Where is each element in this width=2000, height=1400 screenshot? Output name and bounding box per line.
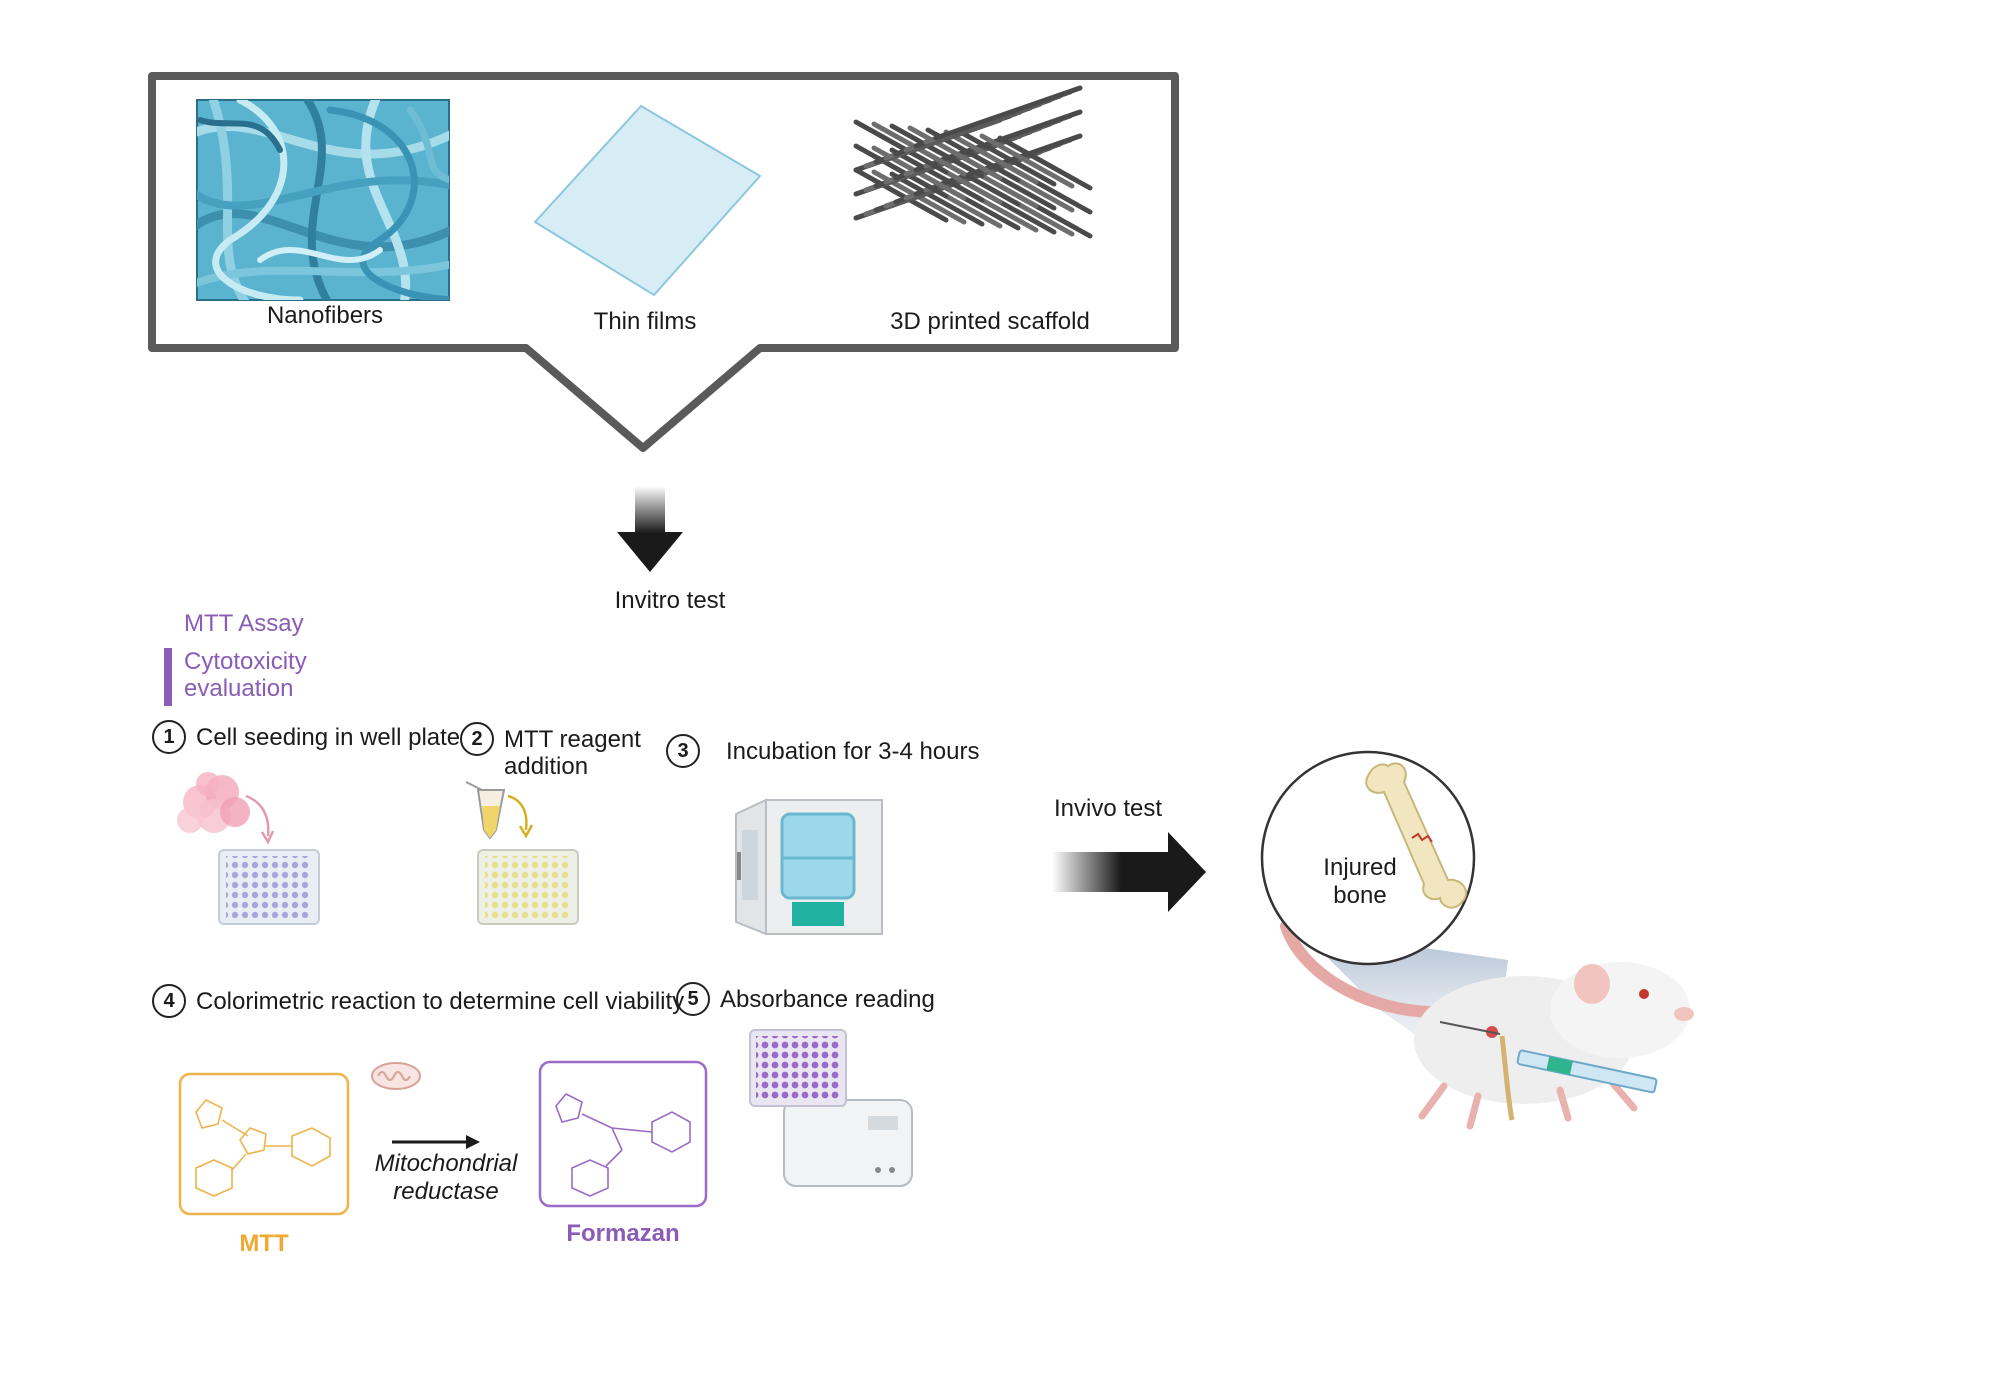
cell-cluster-image bbox=[177, 772, 250, 833]
formazan-structure-box bbox=[538, 1060, 708, 1208]
label-nanofibers: Nanofibers bbox=[266, 302, 384, 329]
incubator-image bbox=[735, 798, 883, 936]
bone-label-line1: Injured bbox=[1323, 854, 1397, 881]
scaffold-strut bbox=[933, 85, 1083, 141]
enzyme-line1: Mitochondrial bbox=[374, 1150, 518, 1177]
step-5: 5 Absorbance reading bbox=[676, 982, 935, 1016]
reaction-arrow bbox=[392, 1135, 480, 1149]
magnifier-circle bbox=[1260, 750, 1476, 966]
mtt-subtitle-line1: Cytotoxicity bbox=[184, 648, 307, 675]
scaffold-strut bbox=[997, 135, 1093, 191]
step-5-number: 5 bbox=[676, 982, 710, 1016]
scaffold-image bbox=[853, 85, 1093, 239]
mitochondrion-icon bbox=[371, 1062, 421, 1090]
mtt-structure-box bbox=[178, 1072, 350, 1216]
label-invivo-test: Invivo test bbox=[1054, 795, 1163, 822]
nanofibers-image bbox=[196, 99, 450, 301]
step2-curved-arrow bbox=[507, 794, 528, 831]
label-invitro-test: Invitro test bbox=[614, 587, 726, 614]
step-2-label-line2: addition bbox=[504, 753, 589, 780]
enzyme-line2: reductase bbox=[393, 1178, 499, 1205]
plate-reader-image bbox=[749, 1029, 913, 1187]
mtt-subtitle-line2: evaluation bbox=[184, 675, 294, 702]
syringe-image bbox=[1439, 1021, 1658, 1094]
bone-image bbox=[1365, 762, 1467, 909]
invitro-arrow bbox=[617, 486, 683, 572]
scaffold-strut bbox=[889, 147, 985, 203]
scaffold-strut bbox=[907, 125, 1003, 181]
reagent-tube-image bbox=[465, 781, 506, 840]
step-4-number: 4 bbox=[152, 984, 186, 1018]
scaffold-strut bbox=[889, 171, 985, 227]
step-3-number: 3 bbox=[666, 734, 700, 768]
step-3: 3 Incubation for 3-4 hours bbox=[666, 734, 980, 768]
step-2-number: 2 bbox=[460, 722, 494, 756]
label-mtt: MTT bbox=[239, 1230, 289, 1257]
step-2: 2 MTT reagent addition bbox=[460, 722, 641, 780]
step-1-number: 1 bbox=[152, 720, 186, 754]
scaffold-strut bbox=[853, 143, 949, 199]
step-1-label: Cell seeding in well plate bbox=[196, 724, 461, 751]
thin-film-image bbox=[533, 104, 762, 297]
bone-label-line2: bone bbox=[1333, 882, 1387, 909]
step-5-label: Absorbance reading bbox=[720, 986, 935, 1013]
invivo-arrow bbox=[1052, 832, 1206, 912]
scaffold-strut bbox=[943, 129, 1039, 185]
label-formazan: Formazan bbox=[566, 1220, 680, 1247]
step-4: 4 Colorimetric reaction to determine cel… bbox=[152, 984, 684, 1018]
scaffold-strut bbox=[853, 119, 949, 175]
scaffold-strut bbox=[889, 123, 985, 179]
mtt-assay-subtitle: Cytotoxicity evaluation bbox=[184, 648, 307, 702]
well-plate-2 bbox=[477, 849, 579, 925]
step-2-label-line1: MTT reagent bbox=[504, 726, 641, 753]
label-enzyme: Mitochondrial reductase bbox=[366, 1150, 526, 1206]
label-thin-films: Thin films bbox=[593, 308, 697, 335]
scaffold-strut bbox=[853, 167, 949, 223]
step-3-label: Incubation for 3-4 hours bbox=[726, 738, 980, 765]
well-plate-1 bbox=[218, 849, 320, 925]
mtt-assay-title: MTT Assay bbox=[184, 610, 304, 637]
accent-bar bbox=[164, 648, 172, 706]
label-injured-bone: Injured bone bbox=[1310, 854, 1410, 910]
scaffold-strut bbox=[979, 133, 1075, 189]
scaffold-strut bbox=[961, 131, 1057, 187]
step-1: 1 Cell seeding in well plate bbox=[152, 720, 460, 754]
label-3d-scaffold: 3D printed scaffold bbox=[890, 308, 1090, 335]
step-4-label: Colorimetric reaction to determine cell … bbox=[196, 988, 685, 1015]
step1-curved-arrow bbox=[245, 794, 270, 837]
